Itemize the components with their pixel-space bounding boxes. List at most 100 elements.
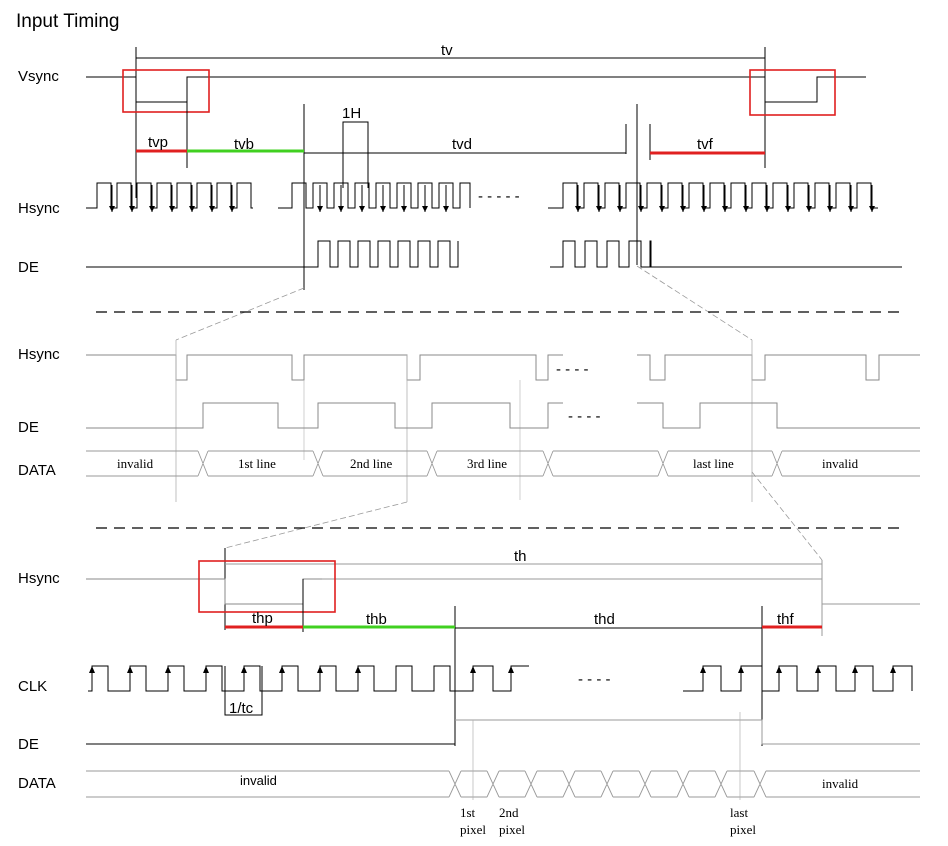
de-waveform-frame — [86, 240, 902, 268]
data-cell-last-line: last line — [693, 456, 734, 471]
sync-arrowhead — [149, 206, 155, 212]
clk-arrowhead — [738, 666, 744, 673]
de-waveform-pixel — [86, 720, 456, 745]
sync-arrowhead — [785, 206, 791, 212]
clk-arrowhead — [776, 666, 782, 673]
clk-arrowhead — [355, 666, 361, 673]
tvp-label: tvp — [148, 134, 168, 151]
th-label: th — [514, 548, 527, 565]
one-h-bracket — [342, 121, 369, 188]
sync-arrowhead — [169, 206, 175, 212]
tvd-label: tvd — [452, 136, 472, 153]
sync-arrowhead — [359, 206, 365, 212]
one-tc-label: 1/tc — [229, 700, 254, 717]
data-cell-invalid-right: invalid — [822, 456, 859, 471]
pixel-ellipsis: - - - - — [578, 671, 610, 688]
de-waveform-pixel-high — [455, 719, 920, 745]
clk-arrowhead — [317, 666, 323, 673]
sync-arrowhead — [848, 206, 854, 212]
data-bus-line — [86, 450, 920, 477]
line-section: Hsync - - - - DE - - - - DATA invalid 1s… — [18, 340, 920, 561]
line-ellipsis-hsync: - - - - — [556, 361, 588, 378]
sync-arrowhead — [443, 206, 449, 212]
one-tc-bracket — [224, 666, 263, 716]
thp-label: thp — [252, 610, 273, 627]
hsync-waveform-line — [86, 354, 920, 381]
sync-arrowhead — [401, 206, 407, 212]
pixel-label-2nd-line2: pixel — [499, 822, 525, 837]
vsync-label: Vsync — [18, 68, 59, 85]
pixel-label-1st-line1: 1st — [460, 805, 476, 820]
sync-arrowhead — [680, 206, 686, 212]
sync-arrowhead — [722, 206, 728, 212]
tvf-label: tvf — [697, 136, 714, 153]
sync-arrowhead — [827, 206, 833, 212]
sync-arrowhead — [659, 206, 665, 212]
sync-arrowhead — [229, 206, 235, 212]
sync-arrowhead — [209, 206, 215, 212]
data-cell-3rd-line: 3rd line — [467, 456, 507, 471]
data-label-line: DATA — [18, 462, 56, 479]
vsync-pulse-highlight-left — [122, 69, 210, 113]
hsync-waveform-pixel — [86, 578, 322, 605]
sync-arrowhead — [338, 206, 344, 212]
thd-label: thd — [594, 611, 615, 628]
pixel-label-1st-line2: pixel — [460, 822, 486, 837]
sync-arrowhead — [701, 206, 707, 212]
pixel-label-2nd-line1: 2nd — [499, 805, 519, 820]
clk-arrowhead — [470, 666, 476, 673]
clk-arrowhead — [815, 666, 821, 673]
hsync-label-pixel: Hsync — [18, 570, 60, 587]
sync-arrowhead — [380, 206, 386, 212]
frame-ellipsis: - - - - - — [478, 188, 520, 205]
vsync-waveform — [86, 76, 866, 103]
clk-arrowhead — [89, 666, 95, 673]
tvb-label: tvb — [234, 136, 254, 153]
thf-label: thf — [777, 611, 795, 628]
data-cell-2nd-line: 2nd line — [350, 456, 392, 471]
clk-arrows — [89, 666, 896, 691]
sync-arrowhead — [129, 206, 135, 212]
clk-arrowhead — [241, 666, 247, 673]
pixel-label-last-line2: pixel — [730, 822, 756, 837]
clk-waveform — [88, 665, 913, 692]
hsync-frame-arrows — [109, 185, 875, 212]
hsync-waveform-pixel-end — [322, 578, 920, 605]
de-label-line: DE — [18, 419, 39, 436]
diagram-title: Input Timing — [16, 11, 120, 32]
clk-label: CLK — [18, 678, 47, 695]
clk-arrowhead — [890, 666, 896, 673]
data-pixel-invalid-right: invalid — [822, 776, 859, 791]
clk-arrowhead — [165, 666, 171, 673]
line-ellipsis-de: - - - - — [568, 408, 600, 425]
sync-arrowhead — [869, 206, 875, 212]
clk-arrowhead — [203, 666, 209, 673]
clk-arrowhead — [279, 666, 285, 673]
data-label-pixel: DATA — [18, 775, 56, 792]
one-h-label: 1H — [342, 105, 361, 122]
sync-arrowhead — [743, 206, 749, 212]
clk-arrowhead — [508, 666, 514, 673]
pixel-section: th Hsync thp thb thd thf CLK - - - - 1/t… — [18, 548, 920, 837]
de-label-pixel: DE — [18, 736, 39, 753]
hsync-pulse-highlight — [198, 560, 336, 613]
data-pixel-invalid-left: invalid — [240, 773, 277, 788]
sync-arrowhead — [596, 206, 602, 212]
sync-arrowhead — [638, 206, 644, 212]
vsync-pulse-highlight-right — [749, 69, 836, 116]
thb-label: thb — [366, 611, 387, 628]
clk-arrowhead — [127, 666, 133, 673]
data-cell-1st-line: 1st line — [238, 456, 276, 471]
sync-arrowhead — [617, 206, 623, 212]
pixel-label-last-line1: last — [730, 805, 748, 820]
de-label-frame: DE — [18, 259, 39, 276]
hsync-label-frame: Hsync — [18, 200, 60, 217]
frame-section: tv Vsync tvp tvb tvd tvf 1H Hsync - - - … — [18, 42, 902, 341]
sync-arrowhead — [764, 206, 770, 212]
clk-arrowhead — [852, 666, 858, 673]
sync-arrowhead — [575, 206, 581, 212]
clk-arrowhead — [700, 666, 706, 673]
tv-label: tv — [441, 42, 453, 59]
hsync-label-line: Hsync — [18, 346, 60, 363]
